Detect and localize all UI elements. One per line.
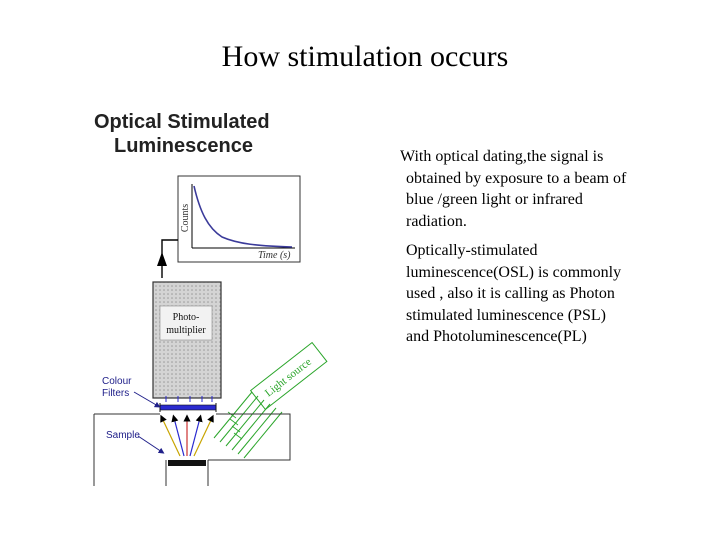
emission-arrow <box>189 414 203 457</box>
sample-well <box>165 460 209 486</box>
beam <box>225 399 265 447</box>
filter-bar <box>159 404 217 411</box>
slide-title: How stimulation occurs <box>221 40 509 73</box>
colour-filters-label-line2: Filters <box>102 388 129 399</box>
text-line: radiation. <box>406 212 467 230</box>
figure-title-line2: Luminescence <box>114 135 253 157</box>
sample-disc <box>168 460 206 466</box>
light-source: Light source <box>249 341 328 411</box>
pmt-label-line2: multiplier <box>166 325 206 336</box>
text-line: stimulated luminescence (PSL) <box>406 306 606 324</box>
sample-housing: Sample <box>93 413 291 486</box>
text-line: and Photoluminescence(PL) <box>406 328 587 345</box>
text-line: blue /green light or infrared <box>406 191 583 208</box>
colour-filters: Colour Filters <box>102 376 217 412</box>
colour-filters-label-line1: Colour <box>102 376 132 387</box>
green-beams <box>213 391 283 459</box>
graph-x-label: Time (s) <box>258 250 291 261</box>
beam <box>243 411 283 459</box>
pmt-label-box <box>159 305 213 341</box>
photomultiplier: Photo- multiplier <box>152 281 222 399</box>
emission-arrow <box>160 414 181 457</box>
text-line: Optically-stimulated <box>406 242 538 259</box>
sample-pointer <box>137 435 165 454</box>
filter-arrows <box>165 396 213 402</box>
housing-top-right <box>208 413 291 461</box>
paragraph-osl: Optically-stimulated luminescence(OSL) i… <box>400 240 676 348</box>
pmt-label-line1: Photo- <box>173 312 200 323</box>
figure-title-line1: Optical Stimulated <box>94 111 270 133</box>
text-line: used , also it is calling as Photon <box>406 285 615 302</box>
text-line: obtained by exposure to a beam of <box>406 169 627 187</box>
sample-label: Sample <box>106 430 140 441</box>
graph-y-label: Counts <box>180 204 191 232</box>
paragraph-optical-dating: With optical dating,the signal is obtain… <box>400 146 670 232</box>
beam <box>237 407 277 455</box>
beam-ticks <box>227 411 243 440</box>
signal-arrow-icon <box>157 252 167 266</box>
beam <box>219 395 259 443</box>
emission-arrow <box>171 414 185 457</box>
beam <box>231 403 271 451</box>
colour-filters-pointer <box>133 391 161 408</box>
osl-diagram: Optical Stimulated Luminescence Counts T… <box>90 100 330 490</box>
light-source-box <box>249 341 328 411</box>
osl-diagram-svg: Optical Stimulated Luminescence Counts T… <box>93 111 328 486</box>
decay-graph: Counts Time (s) <box>177 175 301 263</box>
emission-arrow <box>193 414 214 457</box>
decay-curve <box>193 185 293 248</box>
text-line: luminescence(OSL) is commonly <box>406 263 622 281</box>
beam <box>213 391 253 439</box>
text-line: With optical dating,the signal is <box>400 148 604 165</box>
emission-arrows <box>160 414 214 457</box>
